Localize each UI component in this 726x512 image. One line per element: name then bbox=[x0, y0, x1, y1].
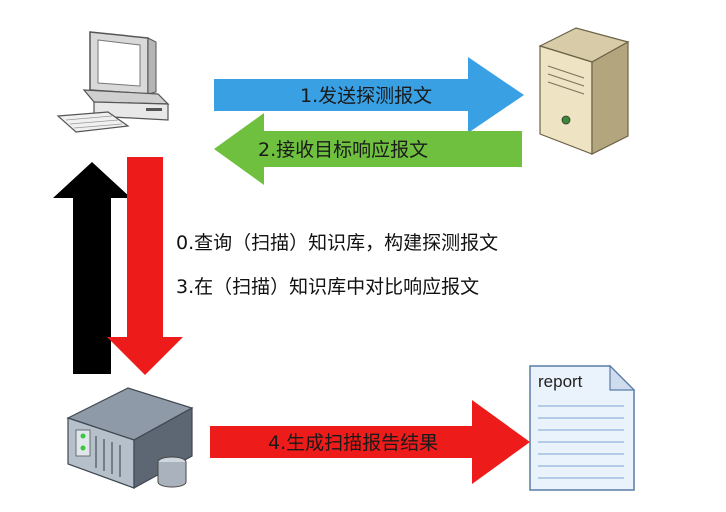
step-3-text: 3.在（扫描）知识库中对比响应报文 bbox=[176, 276, 480, 298]
send-probe-arrow bbox=[214, 57, 524, 133]
receive-response-label: 2.接收目标响应报文 bbox=[258, 139, 429, 161]
send-probe-label: 1.发送探测报文 bbox=[300, 85, 433, 107]
step-0-text: 0.查询（扫描）知识库，构建探测报文 bbox=[176, 232, 499, 254]
desktop-computer-icon bbox=[50, 28, 180, 138]
report-label: report bbox=[538, 372, 583, 391]
generate-result-label: 4.生成扫描报告结果 bbox=[268, 432, 439, 454]
report-document-icon: report bbox=[526, 362, 638, 494]
receive-response-arrow bbox=[214, 113, 522, 185]
generate-result-arrow bbox=[210, 400, 530, 484]
upward-black-arrow bbox=[53, 162, 131, 374]
rack-server-database-icon bbox=[64, 382, 199, 494]
tower-server-icon bbox=[530, 24, 640, 159]
downward-red-arrow bbox=[107, 157, 183, 375]
